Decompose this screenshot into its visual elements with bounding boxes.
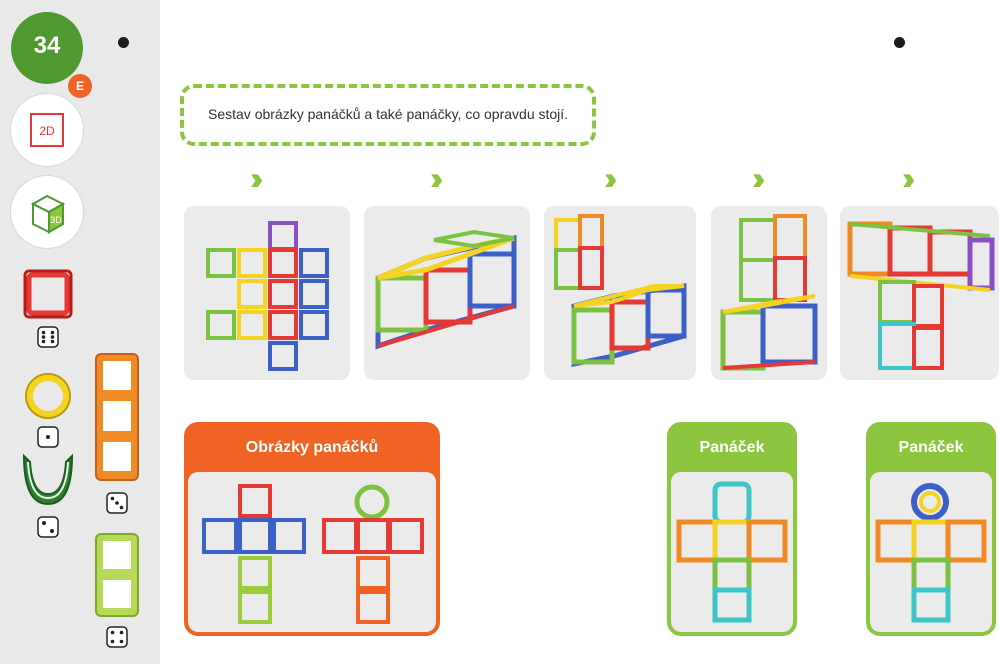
figure-2-body <box>870 472 992 632</box>
next-arrow-icon: ›› <box>902 160 916 196</box>
step-3-photo <box>544 206 696 380</box>
red-square-piece-icon <box>23 269 73 319</box>
next-arrow-icon: ›› <box>430 160 444 196</box>
die-icon <box>106 626 128 648</box>
pictures-panel-title: Obrázky panáčků <box>245 439 379 456</box>
orange-triple-square-piece-icon <box>95 353 139 481</box>
3d-cube-icon: 3D <box>30 194 66 234</box>
die-icon <box>37 326 59 348</box>
figure-1-panel: Panáček <box>667 422 797 636</box>
page-number-badge: 34 E <box>11 12 92 98</box>
next-arrow-icon: ›› <box>250 160 264 196</box>
task-box: Sestav obrázky panáčků a také panáčky, c… <box>180 84 596 146</box>
figure-2-panel: Panáček <box>866 422 996 636</box>
yellow-circle-piece-icon <box>25 373 71 419</box>
die-icon <box>37 516 59 538</box>
binder-hole <box>118 37 129 48</box>
mode-2d-button[interactable]: 2D <box>11 94 83 166</box>
step-1-photo <box>184 206 350 380</box>
figure-1-body <box>671 472 793 632</box>
step-2-photo <box>364 206 530 380</box>
figure-2-title: Panáček <box>898 439 964 456</box>
label-2d: 2D <box>39 124 55 138</box>
green-arc-piece-icon <box>22 453 74 506</box>
step-5-photo <box>840 206 999 380</box>
green-double-square-piece-icon <box>95 533 139 617</box>
label-3d: 3D <box>50 215 62 225</box>
figure-1-title: Panáček <box>699 439 765 456</box>
binder-hole <box>894 37 905 48</box>
page-number: 34 <box>33 32 61 59</box>
next-arrow-icon: ›› <box>752 160 766 196</box>
pictures-panel-body <box>188 472 436 632</box>
sidebar: 34 E 2D 3D <box>0 0 160 664</box>
2d-square-icon: 2D <box>30 113 64 147</box>
die-icon <box>37 426 59 448</box>
mode-3d-button[interactable]: 3D <box>11 176 83 248</box>
level-badge: E <box>68 74 92 98</box>
die-icon <box>106 492 128 514</box>
step-4-photo <box>711 206 827 380</box>
next-arrow-icon: ›› <box>604 160 618 196</box>
task-text: Sestav obrázky panáčků a také panáčky, c… <box>208 106 569 122</box>
pictures-panel: Obrázky panáčků <box>184 422 440 636</box>
